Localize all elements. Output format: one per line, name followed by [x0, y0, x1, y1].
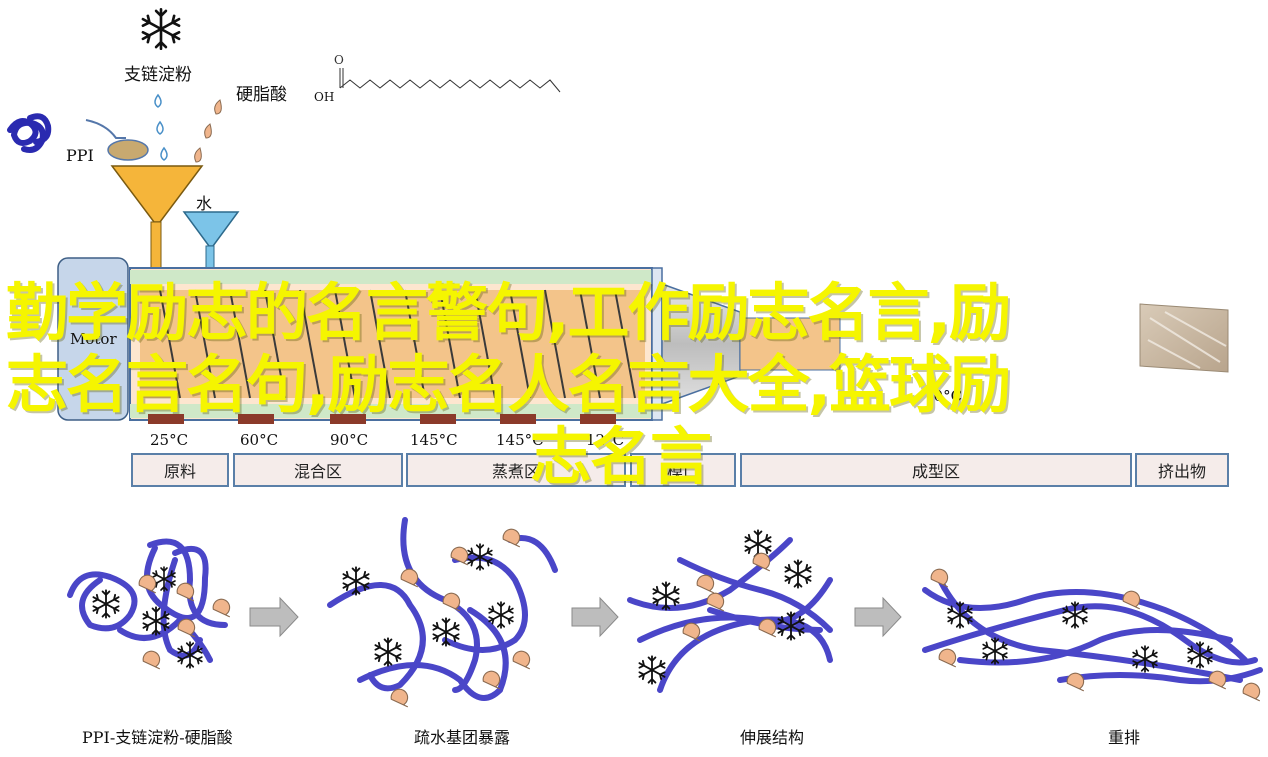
- final-temperature-label: 70°C: [924, 387, 963, 405]
- zone-mixing: 混合区: [233, 453, 403, 487]
- stage-caption: PPI-支链淀粉-硬脂酸: [82, 728, 233, 747]
- temperature-label: 60°C: [240, 431, 279, 449]
- stearic-acid-structure-icon: O: [334, 53, 561, 93]
- stage-1-structure: [67, 538, 231, 670]
- zone-die: 模口: [630, 453, 736, 487]
- droplets-icon: [154, 93, 168, 161]
- stage-caption: 伸展结构: [740, 728, 805, 747]
- stage-caption: 重排: [1108, 728, 1141, 747]
- amylopectin-label: 支链淀粉: [124, 65, 192, 85]
- ppi-label: PPI: [66, 146, 94, 165]
- water-label: 水: [196, 194, 213, 213]
- extrudate-product: [1139, 303, 1229, 373]
- zone-cooking: 蒸煮区: [406, 453, 626, 487]
- zone-extrudate: 挤出物: [1135, 453, 1229, 487]
- water-funnel-icon: [182, 211, 240, 271]
- stearic-acid-label: 硬脂酸: [236, 85, 287, 105]
- spoon-icon: [85, 119, 149, 161]
- stage-caption: 疏水基团暴露: [414, 728, 511, 747]
- temperature-label: 12°C: [586, 431, 625, 449]
- temperature-label: 25°C: [150, 431, 189, 449]
- motor: [57, 257, 129, 421]
- zone-forming: 成型区: [740, 453, 1132, 487]
- fat-droplets-icon: [194, 99, 222, 163]
- stage-arrow-icon: [249, 596, 902, 638]
- temperature-label: 90°C: [330, 431, 369, 449]
- zone-raw-material: 原料: [131, 453, 229, 487]
- overlay-headline-line1: 勤学励志的名言警句,工作励志名言,励: [6, 276, 1011, 349]
- amylopectin-icon: [141, 7, 181, 51]
- stage-2-structure: [327, 517, 558, 708]
- stearic-acid-formula: OH: [314, 90, 335, 104]
- temperature-label: 145°C: [496, 431, 544, 449]
- extruder-barrel: [129, 267, 653, 424]
- motor-label: Motor: [70, 330, 117, 348]
- extruder-die: [651, 267, 841, 421]
- overlay-headline-line3: 志名言: [530, 420, 712, 493]
- stage-3-structure: [627, 529, 833, 693]
- temperature-label: 145°C: [410, 431, 458, 449]
- overlay-headline-line2: 志名言名句,励志名人名言大全,篮球励: [6, 348, 1011, 421]
- protein-molecule-icon: [7, 113, 52, 153]
- stage-4-structure: [922, 568, 1263, 702]
- svg-text:O: O: [334, 53, 344, 67]
